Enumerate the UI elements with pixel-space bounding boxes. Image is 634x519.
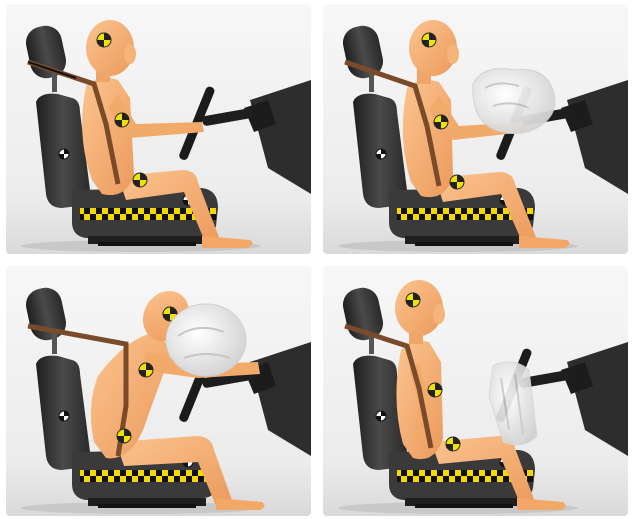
crash-stage-1-panel xyxy=(6,4,311,254)
airbag xyxy=(166,304,246,376)
crash-stage-2-panel xyxy=(323,4,628,254)
crash-stage-4-panel xyxy=(323,266,628,516)
crash-stage-3-panel xyxy=(6,266,311,516)
crash-stage-4-illustration xyxy=(323,266,628,516)
crash-stage-2-illustration xyxy=(323,4,628,254)
airbag xyxy=(489,362,537,445)
crash-stage-3-illustration xyxy=(6,266,311,516)
crash-stage-1-illustration xyxy=(6,4,311,254)
airbag xyxy=(473,69,555,134)
